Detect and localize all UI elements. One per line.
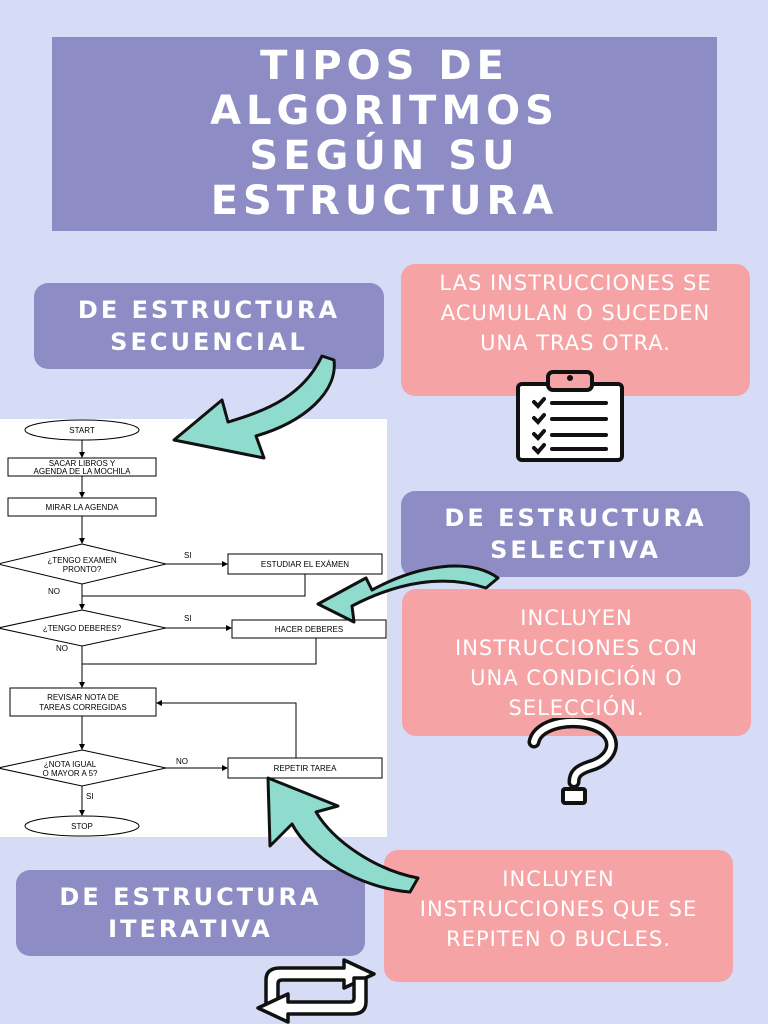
selectiva-description-line: INCLUYEN xyxy=(520,605,633,630)
flow-no2-label: NO xyxy=(56,644,68,653)
flow-decision1-line: ¿TENGO EXAMEN xyxy=(47,556,117,565)
iterativa-description-line: REPITEN O BUCLES. xyxy=(446,927,671,951)
iterativa-description-line: INSTRUCCIONES QUE SE xyxy=(419,897,698,921)
title-line: ALGORITMOS xyxy=(210,88,559,134)
selectiva-label-line: DE ESTRUCTURA xyxy=(444,504,707,532)
flow-no3-label: NO xyxy=(176,757,188,766)
flow-start-text: START xyxy=(69,426,95,435)
flow-decision1-line: PRONTO? xyxy=(63,565,102,574)
flow-stop-terminal xyxy=(24,815,140,837)
flow-action3-text: REPETIR TAREA xyxy=(274,764,337,773)
selectiva-description: INCLUYEN INSTRUCCIONES CON UNA CONDICIÓN… xyxy=(402,589,751,736)
flow-decision3-line: O MAYOR A 5? xyxy=(43,769,99,778)
teal-arrow-icon xyxy=(266,776,420,894)
flow-decision2-text: ¿TENGO DEBERES? xyxy=(43,624,122,633)
secuencial-description-line: LAS INSTRUCCIONES SE xyxy=(439,271,712,295)
flow-yes2-label: SI xyxy=(184,614,192,623)
flow-action1-text: ESTUDIAR EL EXÁMEN xyxy=(261,560,349,569)
flow-decision3-line: ¿NOTA IGUAL xyxy=(44,760,97,769)
iterativa-label: DE ESTRUCTURA ITERATIVA xyxy=(16,870,365,956)
flow-yes3-label: SI xyxy=(86,792,94,801)
page-title: TIPOS DE ALGORITMOS SEGÚN SU ESTRUCTURA xyxy=(210,44,559,224)
selectiva-description-line: INSTRUCCIONES CON xyxy=(455,635,698,660)
secuencial-description-line: ACUMULAN O SUCEDEN xyxy=(440,301,711,325)
secuencial-description-line: UNA TRAS OTRA. xyxy=(480,331,671,355)
flow-stop-text: STOP xyxy=(71,822,93,831)
selectiva-description-line: SELECCIÓN. xyxy=(508,695,645,720)
flow-step3-line: REVISAR NOTA DE xyxy=(47,693,119,702)
flow-step3-line: TAREAS CORREGIDAS xyxy=(39,703,126,712)
clipboard-checklist-icon xyxy=(516,370,624,462)
title-line: SEGÚN SU xyxy=(249,133,520,179)
flow-step1-line: AGENDA DE LA MOCHILA xyxy=(34,467,132,476)
selectiva-label-line: SELECTIVA xyxy=(490,536,661,564)
selectiva-description-line: UNA CONDICIÓN O xyxy=(470,665,683,690)
selectiva-label: DE ESTRUCTURA SELECTIVA xyxy=(401,491,750,577)
secuencial-label-line: DE ESTRUCTURA xyxy=(77,296,341,324)
flow-action-hacer-deberes xyxy=(231,619,387,639)
secuencial-label-line: SECUENCIAL xyxy=(110,328,308,356)
iterativa-label-line: DE ESTRUCTURA xyxy=(59,883,322,911)
iterativa-description-line: INCLUYEN xyxy=(502,867,615,891)
title-banner: TIPOS DE ALGORITMOS SEGÚN SU ESTRUCTURA xyxy=(52,37,717,231)
loop-arrows-icon xyxy=(256,958,376,1024)
flowchart: START SACAR LIBROS Y AGENDA DE LA MOCHIL… xyxy=(0,419,387,837)
secuencial-label: DE ESTRUCTURA SECUENCIAL xyxy=(34,283,384,369)
flow-yes1-label: SI xyxy=(184,551,192,560)
flow-no1-label: NO xyxy=(48,587,60,596)
flowchart-panel: START SACAR LIBROS Y AGENDA DE LA MOCHIL… xyxy=(0,419,387,837)
teal-arrow-icon xyxy=(316,564,500,624)
flow-step2-text: MIRAR LA AGENDA xyxy=(46,503,120,512)
title-line: TIPOS DE xyxy=(260,43,509,89)
flow-action2-text: HACER DEBERES xyxy=(275,625,343,634)
secuencial-description: LAS INSTRUCCIONES SE ACUMULAN O SUCEDEN … xyxy=(401,264,750,396)
question-mark-icon xyxy=(527,718,618,805)
flow-step1-line: SACAR LIBROS Y xyxy=(49,459,116,468)
iterativa-description: INCLUYEN INSTRUCCIONES QUE SE REPITEN O … xyxy=(384,850,733,982)
flow-action-repetir xyxy=(227,757,383,779)
iterativa-label-line: ITERATIVA xyxy=(108,915,273,943)
title-line: ESTRUCTURA xyxy=(210,178,559,224)
teal-arrow-icon xyxy=(172,354,336,460)
